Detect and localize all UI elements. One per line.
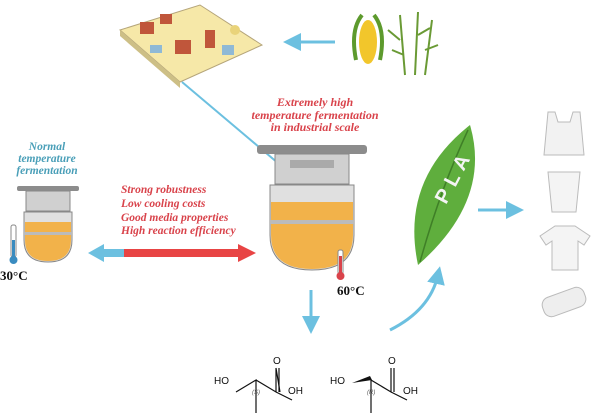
stereo-label-r: (R) <box>367 390 375 396</box>
advantage-item: Strong robustness <box>121 184 207 196</box>
stereo-label-s: (S) <box>252 390 260 396</box>
corn-stalks-icon <box>387 11 439 76</box>
tshirt-icon <box>539 225 591 271</box>
advantages-list: Strong robustness Low cooling costs Good… <box>121 184 236 239</box>
comparison-double-arrow <box>88 244 256 262</box>
hydroxyl-label: HO <box>214 376 229 387</box>
acid-oh-label: OH <box>288 386 303 397</box>
factory-illustration <box>118 4 264 88</box>
heading-line: temperature <box>18 153 76 166</box>
heading-line: Normal <box>28 141 66 153</box>
cup-icon <box>547 171 581 213</box>
temperature-30c-label: 30°C <box>0 268 28 283</box>
oxygen-label: O <box>273 356 281 367</box>
d-lactic-acid-structure: HO O OH (R) <box>330 356 418 413</box>
heading-line: in industrial scale <box>270 120 360 135</box>
extreme-temperature-heading: Extremely high temperature fermentation … <box>245 96 385 134</box>
heading-line: Extremely high <box>276 95 354 109</box>
arrow-lactic-acid-to-pla <box>389 266 445 332</box>
advantage-item: Good media properties <box>121 211 229 224</box>
large-fermenter-icon <box>257 145 367 271</box>
pla-leaf-icon <box>414 125 476 265</box>
oxygen-label: O <box>388 356 396 367</box>
film-roll-icon <box>541 286 587 318</box>
normal-temperature-heading: Normal temperature fermentation <box>2 141 92 177</box>
thermometer-high-icon <box>336 249 345 280</box>
l-lactic-acid-structure: HO O OH (S) <box>214 356 303 413</box>
acid-oh-label: OH <box>403 386 418 397</box>
temperature-60c-label: 60°C <box>337 283 365 298</box>
heading-line: fermentation <box>16 165 78 178</box>
corn-icon <box>352 13 384 64</box>
advantage-item: Low cooling costs <box>121 197 206 210</box>
small-fermenter-icon <box>17 186 79 263</box>
heading-line: temperature fermentation <box>251 107 379 122</box>
plastic-bag-icon <box>543 111 585 156</box>
hydroxyl-label: HO <box>330 376 345 387</box>
thermometer-low-icon <box>9 224 18 264</box>
advantage-item: High reaction efficiency <box>121 225 236 238</box>
